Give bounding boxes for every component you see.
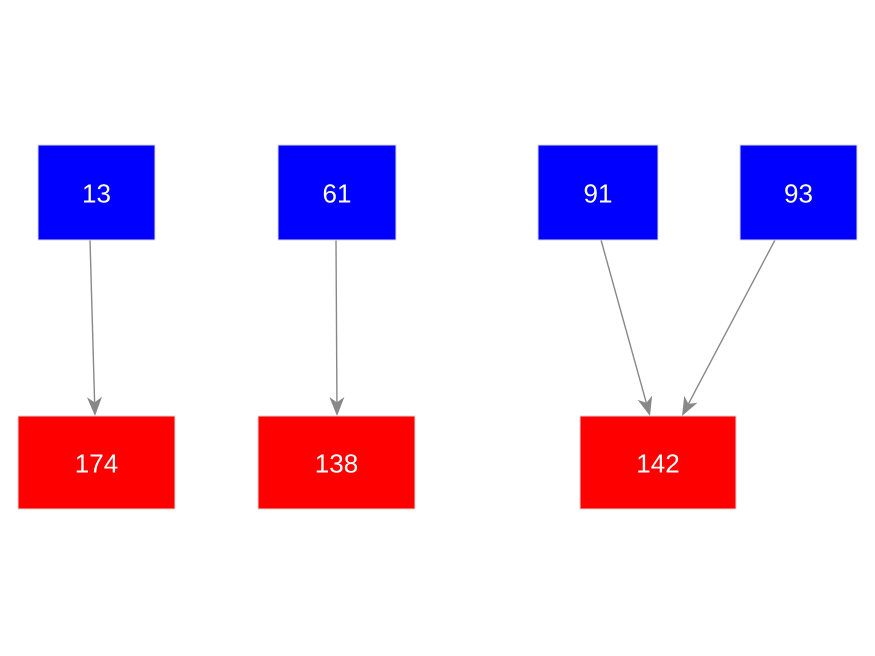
node-93[interactable]: 93 xyxy=(739,144,858,241)
node-label: 142 xyxy=(636,449,679,479)
arrowhead-icon xyxy=(86,396,102,416)
edge-91-to-142 xyxy=(600,239,653,416)
node-label: 174 xyxy=(75,449,118,479)
node-13[interactable]: 13 xyxy=(37,144,156,241)
edge-line xyxy=(687,239,776,405)
node-174[interactable]: 174 xyxy=(17,415,176,510)
node-label: 93 xyxy=(784,179,813,209)
node-138[interactable]: 138 xyxy=(257,415,416,510)
edge-61-to-138 xyxy=(329,239,345,416)
node-box[interactable] xyxy=(277,144,397,241)
node-label: 138 xyxy=(315,449,358,479)
edges-layer xyxy=(86,239,776,416)
node-box[interactable] xyxy=(739,144,858,241)
node-91[interactable]: 91 xyxy=(537,144,659,241)
arrowhead-icon xyxy=(329,396,345,416)
node-box[interactable] xyxy=(37,144,156,241)
node-label: 91 xyxy=(584,179,613,209)
edge-line xyxy=(335,239,338,403)
node-label: 13 xyxy=(82,179,111,209)
node-label: 61 xyxy=(323,179,352,209)
node-box[interactable] xyxy=(17,415,176,510)
node-142[interactable]: 142 xyxy=(579,415,737,510)
edge-line xyxy=(600,239,648,404)
arrowhead-icon xyxy=(637,395,653,416)
node-box[interactable] xyxy=(257,415,416,510)
node-61[interactable]: 61 xyxy=(277,144,397,241)
node-box[interactable] xyxy=(579,415,737,510)
edge-13-to-174 xyxy=(86,239,102,416)
node-box[interactable] xyxy=(537,144,659,241)
nodes-layer: 13 61 91 93 174 138 142 xyxy=(17,144,858,510)
arrowhead-icon xyxy=(682,395,698,416)
edge-93-to-142 xyxy=(682,239,776,416)
edge-line xyxy=(89,239,96,403)
